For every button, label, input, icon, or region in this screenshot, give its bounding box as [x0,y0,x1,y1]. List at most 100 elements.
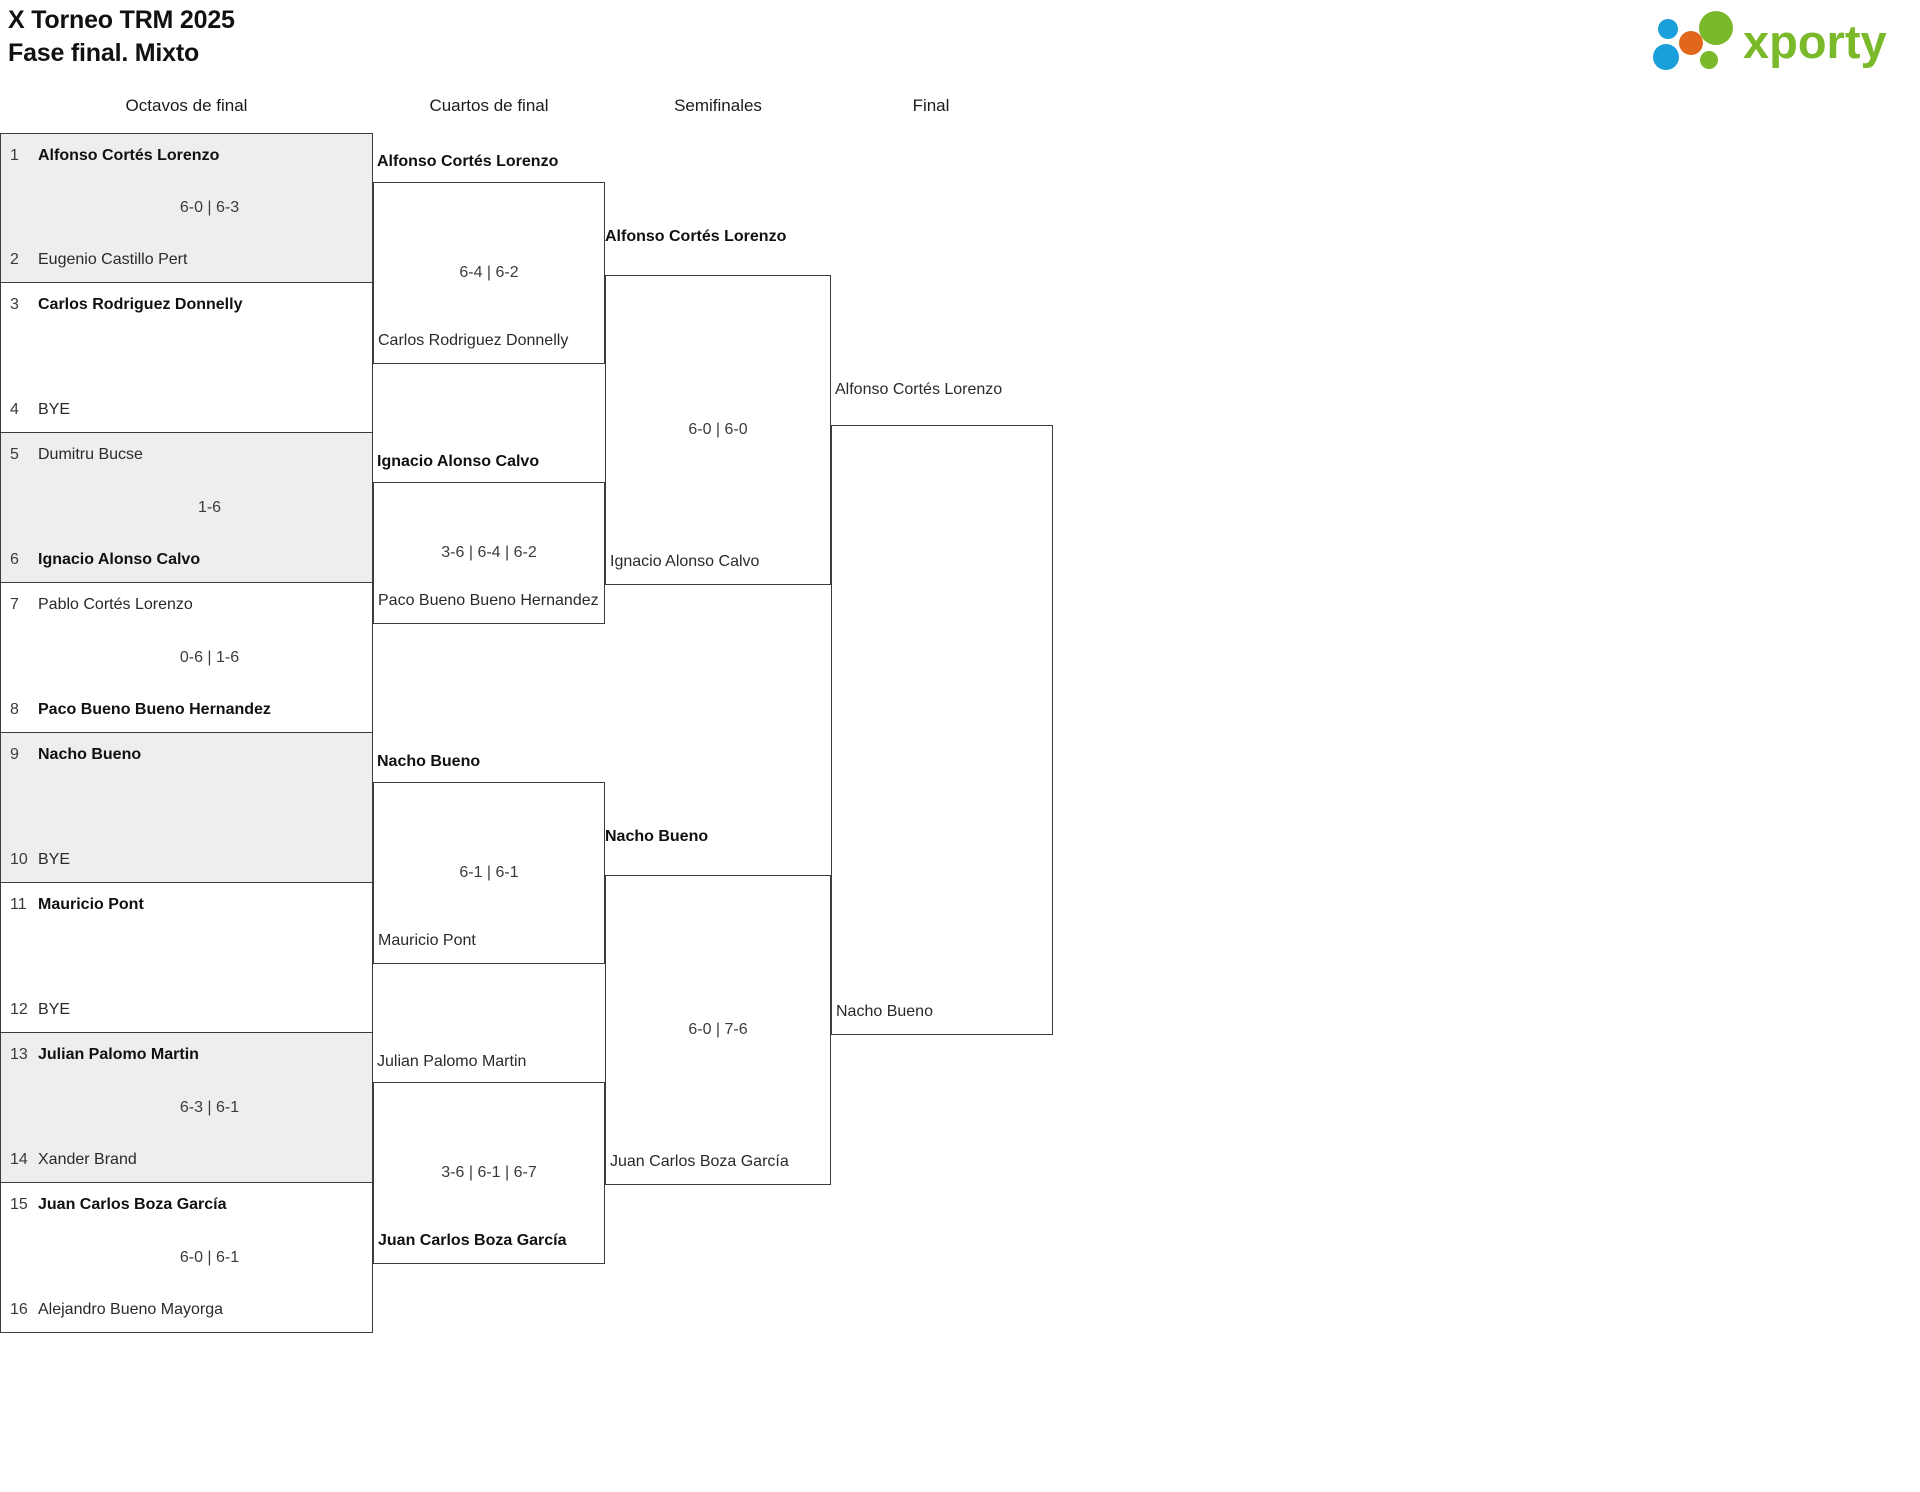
logo-wordmark: xporty [1743,15,1887,68]
r2-m1-loser-label[interactable]: Carlos Rodriguez Donnelly [378,332,569,349]
seed-number: 4 [10,401,19,418]
player-name: BYE [38,401,71,418]
r1-m3-player-top[interactable]: 5 Dumitru Bucse [10,445,364,465]
r1-m8-player-bottom[interactable]: 16 Alejandro Bueno Mayorga [10,1300,364,1320]
r1-m2-player-bottom[interactable]: 4 BYE [10,400,364,420]
player-name: Nacho Bueno [38,746,142,763]
r2-match-3[interactable]: 6-1 | 6-1 Mauricio Pont [373,782,605,964]
r1-m2-player-top[interactable]: 3 Carlos Rodriguez Donnelly [10,295,364,315]
r1-m4-score: 0-6 | 1-6 [179,648,240,666]
r2-m1-score: 6-4 | 6-2 [459,264,519,281]
seed-number: 5 [10,446,19,463]
tournament-phase: Fase final. Mixto [8,39,200,67]
seed-number: 13 [10,1046,28,1063]
logo-dot-blue-small [1658,19,1678,39]
r3-m2-loser-label[interactable]: Juan Carlos Boza García [610,1153,789,1170]
r2-m4-score: 3-6 | 6-1 | 6-7 [441,1164,537,1181]
r2-match-1[interactable]: 6-4 | 6-2 Carlos Rodriguez Donnelly [373,182,605,364]
r1-m7-score: 6-3 | 6-1 [179,1098,240,1116]
r1-match-8[interactable]: 15 Juan Carlos Boza García 6-0 | 6-1 16 … [0,1183,373,1333]
r1-m7-player-bottom[interactable]: 14 Xander Brand [10,1150,364,1170]
player-name: Carlos Rodriguez Donnelly [38,296,243,313]
r1-m7-player-top[interactable]: 13 Julian Palomo Martin [10,1045,364,1065]
r1-m3-player-bottom[interactable]: 6 Ignacio Alonso Calvo [10,550,364,570]
r1-m3-score: 1-6 [197,498,222,516]
player-name: Xander Brand [38,1151,137,1168]
player-name: Alfonso Cortés Lorenzo [38,147,220,164]
r4-match-1[interactable]: Nacho Bueno [831,425,1053,1035]
r1-match-6[interactable]: 11 Mauricio Pont 12 BYE [0,883,373,1033]
round-heading-final: Final [912,96,950,115]
r1-match-1[interactable]: 1 Alfonso Cortés Lorenzo 6-0 | 6-3 2 Eug… [0,133,373,283]
r2-match-4[interactable]: 3-6 | 6-1 | 6-7 Juan Carlos Boza García [373,1082,605,1264]
round-heading-semifinales: Semifinales [674,96,762,115]
seed-number: 16 [10,1301,28,1318]
player-name: Paco Bueno Bueno Hernandez [38,701,271,718]
page-title: X Torneo TRM 2025 Fase final. Mixto [8,4,235,70]
logo-dot-orange [1679,31,1703,55]
player-name: Juan Carlos Boza García [38,1196,227,1213]
tournament-name: X Torneo TRM 2025 [8,6,235,34]
player-name: Julian Palomo Martin [38,1046,199,1063]
seed-number: 8 [10,701,19,718]
r1-m5-player-top[interactable]: 9 Nacho Bueno [10,745,364,765]
player-name: Pablo Cortés Lorenzo [38,596,193,613]
r1-m6-player-bottom[interactable]: 12 BYE [10,1000,364,1020]
r1-match-3[interactable]: 5 Dumitru Bucse 1-6 6 Ignacio Alonso Cal… [0,433,373,583]
r1-m4-player-top[interactable]: 7 Pablo Cortés Lorenzo [10,595,364,615]
seed-number: 7 [10,596,19,613]
player-name: Mauricio Pont [38,896,144,913]
r1-match-4[interactable]: 7 Pablo Cortés Lorenzo 0-6 | 1-6 8 Paco … [0,583,373,733]
r1-m1-player-bottom[interactable]: 2 Eugenio Castillo Pert [10,250,364,270]
r2-match-2[interactable]: 3-6 | 6-4 | 6-2 Paco Bueno Bueno Hernand… [373,482,605,624]
seed-number: 10 [10,851,28,868]
r4-finalist-bottom-label[interactable]: Nacho Bueno [836,1003,933,1020]
player-name: BYE [38,851,71,868]
r3-m1-score: 6-0 | 6-0 [688,421,748,438]
r2-m3-winner-label[interactable]: Nacho Bueno [377,753,481,770]
r1-m6-player-top[interactable]: 11 Mauricio Pont [10,895,364,915]
r2-m2-winner-label[interactable]: Ignacio Alonso Calvo [377,453,540,470]
r2-m1-winner-label[interactable]: Alfonso Cortés Lorenzo [377,153,559,170]
r2-m2-loser-label[interactable]: Paco Bueno Bueno Hernandez [378,592,599,609]
r2-m3-score: 6-1 | 6-1 [459,864,519,881]
r1-m8-score: 6-0 | 6-1 [179,1248,240,1266]
r3-m2-score: 6-0 | 7-6 [688,1021,748,1038]
seed-number: 2 [10,251,19,268]
xporty-logo: xporty [1646,10,1902,74]
logo-dot-green-small [1700,51,1718,69]
r1-m5-player-bottom[interactable]: 10 BYE [10,850,364,870]
r1-m8-player-top[interactable]: 15 Juan Carlos Boza García [10,1195,364,1215]
r2-m3-loser-label[interactable]: Mauricio Pont [378,932,476,949]
seed-number: 1 [10,147,19,164]
seed-number: 11 [10,896,27,913]
seed-number: 3 [10,296,19,313]
seed-number: 12 [10,1001,28,1018]
r2-m4-winner-label[interactable]: Juan Carlos Boza García [378,1232,567,1249]
r3-match-2[interactable]: 6-0 | 7-6 Juan Carlos Boza García [605,875,831,1185]
r1-match-2[interactable]: 3 Carlos Rodriguez Donnelly 4 BYE [0,283,373,433]
seed-number: 15 [10,1196,28,1213]
seed-number: 6 [10,551,19,568]
round-heading-octavos: Octavos de final [125,96,248,115]
r1-m1-player-top[interactable]: 1 Alfonso Cortés Lorenzo [10,146,364,166]
r1-match-7[interactable]: 13 Julian Palomo Martin 6-3 | 6-1 14 Xan… [0,1033,373,1183]
r1-m4-player-bottom[interactable]: 8 Paco Bueno Bueno Hernandez [10,700,364,720]
r4-finalist-top-label[interactable]: Alfonso Cortés Lorenzo [835,381,1003,398]
seed-number: 9 [10,746,19,763]
r3-match-1[interactable]: 6-0 | 6-0 Ignacio Alonso Calvo [605,275,831,585]
seed-number: 14 [10,1151,28,1168]
logo-dot-green-large [1699,11,1733,45]
r3-m1-winner-label[interactable]: Alfonso Cortés Lorenzo [605,228,787,245]
r1-m1-score: 6-0 | 6-3 [179,199,240,216]
player-name: BYE [38,1001,71,1018]
player-name: Dumitru Bucse [38,446,143,463]
r1-match-5[interactable]: 9 Nacho Bueno 10 BYE [0,733,373,883]
r3-m1-loser-label[interactable]: Ignacio Alonso Calvo [610,553,760,570]
player-name: Ignacio Alonso Calvo [38,551,201,568]
r3-m2-winner-label[interactable]: Nacho Bueno [605,828,709,845]
xporty-logo-mark: xporty [1653,11,1887,70]
logo-dot-blue-large [1653,44,1679,70]
r2-m4-loser-label[interactable]: Julian Palomo Martin [377,1053,527,1070]
